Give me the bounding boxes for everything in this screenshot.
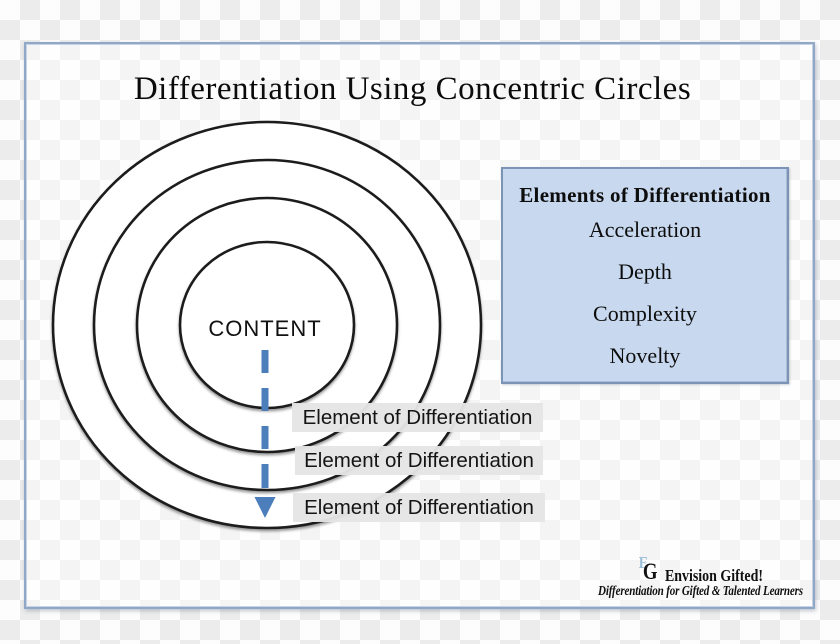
elements-box-item: Novelty <box>609 343 681 368</box>
envision-gifted-logo: E G Envision Gifted! Differentiation for… <box>598 553 803 599</box>
diagram-canvas: Differentiation Using Concentric Circles… <box>26 44 813 607</box>
elements-box-item: Depth <box>618 259 672 284</box>
logo-monogram-icon: E G <box>638 553 658 584</box>
element-label-row: Element of Differentiation <box>292 403 543 432</box>
elements-box: Elements of Differentiation Acceleration… <box>501 167 789 384</box>
logo-name: Envision Gifted! <box>665 566 764 585</box>
element-label-row: Element of Differentiation <box>293 493 545 522</box>
logo-monogram-g: G <box>642 559 658 584</box>
diagram-title: Differentiation Using Concentric Circles <box>133 71 692 107</box>
elements-box-item: Complexity <box>593 301 697 326</box>
content-label: CONTENT <box>208 316 322 341</box>
elements-box-item: Acceleration <box>588 217 702 242</box>
elements-box-header: Elements of Differentiation <box>519 183 771 207</box>
logo-name-line: E G Envision Gifted! <box>598 553 803 585</box>
element-label-row: Element of Differentiation <box>295 446 543 475</box>
logo-tagline: Differentiation for Gifted & Talented Le… <box>598 583 803 598</box>
diagram-frame: Differentiation Using Concentric Circles… <box>24 42 815 609</box>
logo-monogram-e: E <box>638 553 649 572</box>
